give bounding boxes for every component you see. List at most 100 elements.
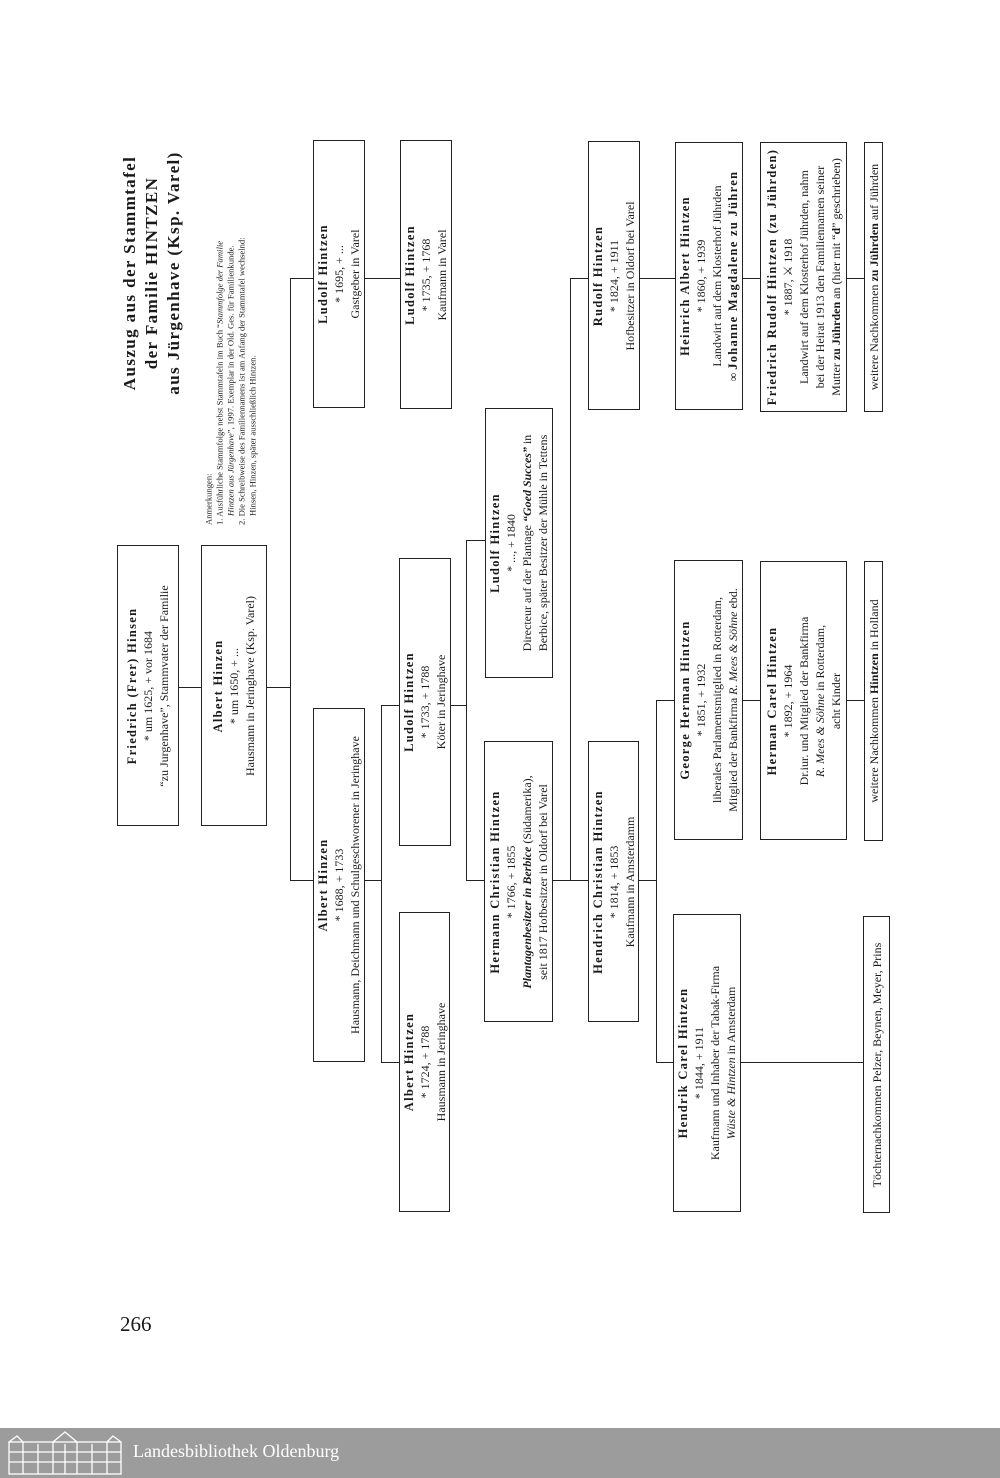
text-segment: “Goed Succes” [520, 447, 534, 523]
text-line: Anmerkungen: [204, 145, 215, 525]
text-segment: Mitglied der Bankfirma [725, 694, 740, 812]
text-line: * 1724, + 1788 [417, 915, 433, 1209]
text-line: Friedrich Rudolf Hintzen (zu Jührden) [764, 145, 780, 409]
text-line: Mutter zu Jührden an (hier mit “d” gesch… [828, 145, 844, 409]
text-line: * 1688, + 1733 [331, 711, 347, 1059]
connector-line [466, 880, 484, 882]
text-line: weitere Nachkommen Hintzen in Holland [866, 564, 882, 838]
text-line: Wüste & Hintzen in Amsterdam [723, 917, 739, 1209]
text-segment: Gastgeber in Varel [348, 229, 362, 319]
text-segment: * 1766, + 1855 [503, 845, 518, 918]
text-segment: * 1892, + 1964 [780, 664, 795, 737]
connector-line [743, 700, 760, 702]
text-segment: R. Mees & Söhne [812, 693, 827, 777]
text-line: Ludolf Hintzen [487, 411, 503, 675]
text-segment: weitere Nachkommen [866, 281, 881, 391]
text-segment: ebd. [725, 588, 740, 612]
person-name: Friedrich (Frer) Hinsen [125, 607, 139, 764]
person-name: Hendrik Carel Hintzen [676, 987, 690, 1139]
rotated-text: Hendrich Christian Hintzen* 1814, + 1853… [590, 744, 638, 1019]
connector-line [639, 880, 656, 882]
rotated-text: Albert Hinzen* um 1650, + ...Hausmann in… [210, 548, 258, 823]
text-line: Hendrik Carel Hintzen [675, 917, 691, 1209]
text-segment: in Amsterdam [724, 986, 738, 1058]
person-name: George Herman Hintzen [677, 620, 692, 780]
text-segment: * 1860, + 1939 [694, 239, 708, 313]
text-segment: * 1695, + ... [332, 245, 346, 303]
text-line: seit 1817 Hofbesitzer in Oldorf bei Vare… [535, 744, 551, 1019]
person-name: Hendrich Christian Hintzen [590, 789, 605, 974]
text-segment: Auszug aus der Stammtafel [120, 155, 139, 390]
library-name: Landesbibliothek Oldenburg [133, 1441, 340, 1461]
person-name: Rudolf Hintzen [591, 225, 605, 326]
person-box-friedrich-rudolf-hintzen: Friedrich Rudolf Hintzen (zu Jührden)* 1… [760, 142, 847, 412]
connector-line [656, 700, 674, 702]
text-segment: Wüste & Hintzen [724, 1057, 738, 1140]
text-line: * ..., + 1840 [503, 411, 519, 675]
footer-bar: Landesbibliothek Oldenburg [0, 1428, 1000, 1478]
connector-line [290, 880, 313, 882]
connector-line [570, 278, 572, 880]
person-name: Albert Hintzen [401, 1012, 416, 1112]
text-line: Berbice, später Besitzer der Mühle in Te… [535, 411, 551, 675]
person-box-albert-hinzen-1650: Albert Hinzen* um 1650, + ...Hausmann in… [201, 545, 267, 826]
person-box-weitere-nachkommen-holland: weitere Nachkommen Hintzen in Holland [864, 561, 883, 841]
text-segment: der Familie HINTZEN [142, 176, 161, 369]
page-number: 266 [120, 1312, 152, 1336]
text-segment: Directeur auf der Plantage [520, 522, 534, 652]
text-line: ∞ Johanne Magdalene zu Jühren [725, 145, 741, 407]
person-name: Ludolf Hintzen [316, 224, 330, 324]
text-line: Hausmann in Jeringhave (Ksp. Varel) [242, 548, 258, 823]
text-segment: Hintzen aus Jürgenhave [225, 433, 236, 516]
text-line: * 1814, + 1853 [606, 744, 622, 1019]
text-line: Kaufmann und Inhaber der Tabak-Firma [707, 917, 723, 1209]
rotated-text: weitere Nachkommen zu Jührden auf Jührde… [866, 145, 882, 409]
text-line: * 1824, + 1911 [606, 144, 622, 407]
person-box-weitere-nachkommen-juehrden: weitere Nachkommen zu Jührden auf Jührde… [864, 142, 883, 412]
text-line: * 1844, + 1911 [691, 917, 707, 1209]
text-line: * 1892, + 1964 [780, 564, 796, 837]
connector-line [451, 705, 466, 707]
text-segment: in Rotterdam, [812, 624, 827, 694]
person-box-friedrich-hinsen: Friedrich (Frer) Hinsen* um 1625, + vor … [117, 545, 179, 826]
person-name: Albert Hinzen [211, 639, 225, 732]
text-line: Hermann Christian Hintzen [487, 744, 503, 1019]
text-segment: Hinsen, Hinzen, später ausschließlich Hi… [247, 355, 258, 516]
text-line: Dr.iur. und Mitglied der Bankfirma [796, 564, 812, 837]
connector-line [741, 1062, 863, 1064]
text-line: Ludolf Hintzen [401, 561, 417, 843]
person-name: Albert Hinzen [316, 838, 330, 932]
text-line: Friedrich (Frer) Hinsen [124, 548, 140, 823]
text-line: R. Mees & Söhne in Rotterdam, [812, 564, 828, 837]
text-line: Hendrich Christian Hintzen [590, 744, 606, 1019]
text-segment: auf Jührden [866, 163, 881, 224]
rotated-text: Friedrich (Frer) Hinsen* um 1625, + vor … [124, 548, 172, 823]
text-line: * um 1625, + vor 1684 [140, 548, 156, 823]
connector-line [656, 700, 658, 1062]
connector-line [466, 540, 485, 542]
person-name: Hermann Christian Hintzen [487, 789, 502, 974]
text-segment: Plantagenbesitzer in Berbice [519, 846, 534, 989]
person-name: Friedrich Rudolf Hintzen (zu Jührden) [764, 148, 779, 406]
text-segment: 1. Ausführliche Stammfolge nebst Stammta… [214, 324, 225, 525]
text-segment: Köter in Jeringhave [434, 654, 448, 750]
text-line: Albert Hinzen [315, 711, 331, 1059]
text-segment: * 1724, + 1788 [417, 1025, 432, 1099]
text-line: Auszug aus der Stammtafel [119, 140, 141, 405]
connector-line [656, 1062, 673, 1064]
